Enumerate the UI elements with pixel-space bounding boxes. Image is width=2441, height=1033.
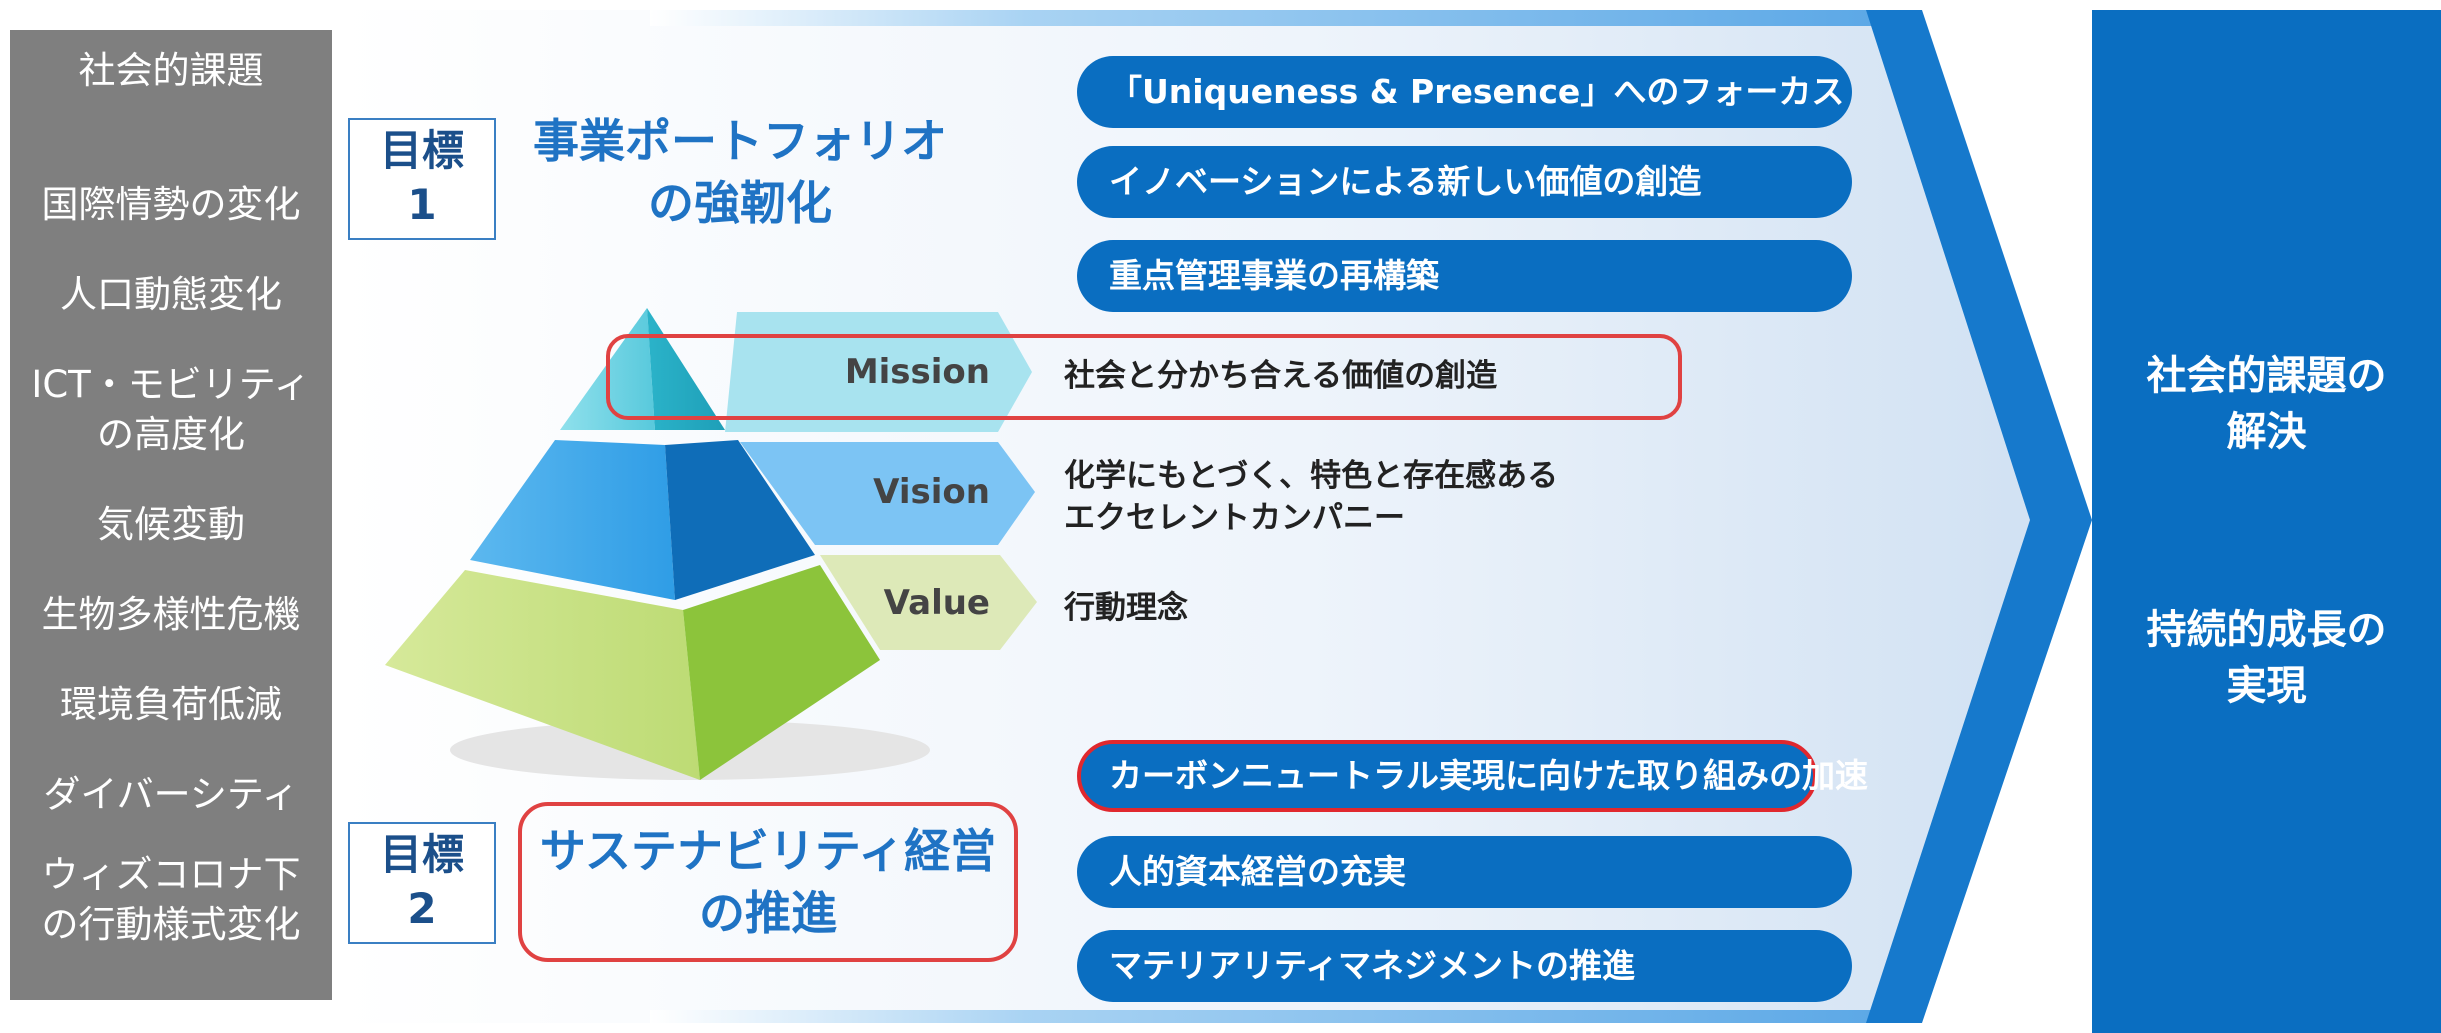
goal1-action-pill: 「Uniqueness & Presence」へのフォーカス	[1077, 56, 1852, 128]
social-issues-panel: 社会的課題 国際情勢の変化 人口動態変化 ICT・モビリティ の高度化 気候変動…	[10, 30, 332, 1000]
outcome-sustainable-growth: 持続的成長の 実現	[2092, 602, 2441, 714]
goal2-highlight-frame	[518, 802, 1018, 962]
vision-text-line2: エクセレントカンパニー	[1064, 500, 1405, 536]
social-issue-item: ウィズコロナ下	[41, 853, 301, 896]
vision-text: 化学にもとづく、特色と存在感ある エクセレントカンパニー	[1064, 455, 1558, 539]
pyramid-vision-left	[470, 440, 675, 600]
social-issue-item: 生物多様性危機	[41, 593, 301, 636]
goal2-action-pill: 人的資本経営の充実	[1077, 836, 1852, 908]
outcome-social-issues: 社会的課題の 解決	[2092, 348, 2441, 460]
pyramid-value-right	[683, 565, 880, 780]
pyramid-mission-right	[647, 308, 725, 430]
value-label: Value	[883, 583, 990, 623]
goal1-action-pill: イノベーションによる新しい価値の創造	[1077, 146, 1852, 218]
social-issue-item: 環境負荷低減	[60, 683, 282, 726]
social-issue-item: の行動様式変化	[41, 903, 301, 946]
goal2-label-box: 目標 2	[348, 822, 496, 944]
outcome1-line1: 社会的課題の	[2146, 353, 2387, 399]
outcomes-panel: 社会的課題の 解決 持続的成長の 実現	[2092, 10, 2441, 1033]
pyramid-vision-right	[665, 440, 815, 600]
pyramid-value-left	[385, 570, 700, 780]
goal2-action-pill: マテリアリティマネジメントの推進	[1077, 930, 1852, 1002]
goal1-label-line2: 1	[407, 180, 437, 229]
goal2-title-line2: の推進	[699, 886, 837, 940]
value-text: 行動理念	[1064, 590, 1188, 626]
mission-band	[725, 312, 1032, 432]
goal1-title-line2: の強靭化	[648, 176, 832, 230]
goal1-label-box: 目標 1	[348, 118, 496, 240]
outcome1-line2: 解決	[2226, 409, 2307, 455]
goal1-title-line1: 事業ポートフォリオ	[533, 114, 947, 168]
social-issue-item: ICT・モビリティ	[31, 363, 311, 406]
goal2-label-line1: 目標	[379, 830, 464, 879]
goal1-action-pill: 重点管理事業の再構築	[1077, 240, 1852, 312]
social-issue-item: 人口動態変化	[60, 273, 282, 316]
goal2-action-pill: カーボンニュートラル実現に向けた取り組みの加速	[1077, 740, 1868, 812]
mission-label: Mission	[844, 352, 990, 392]
goal2-title: サステナビリティ経営 の推進	[525, 820, 1011, 944]
mission-highlight-frame	[606, 334, 1682, 420]
vision-band	[740, 442, 1035, 545]
mission-text: 社会と分かち合える価値の創造	[1064, 358, 1498, 394]
outcome2-line2: 実現	[2226, 663, 2307, 709]
social-issue-item: 国際情勢の変化	[41, 183, 301, 226]
goal2-label-line2: 2	[407, 884, 437, 933]
social-issue-item: ダイバーシティ	[43, 773, 299, 816]
goal2-title-line1: サステナビリティ経営	[539, 824, 997, 878]
goal1-label-line1: 目標	[379, 126, 464, 175]
vision-label: Vision	[873, 472, 990, 512]
value-band	[820, 555, 1037, 650]
social-issue-item: 気候変動	[97, 503, 245, 546]
social-issue-item: の高度化	[97, 413, 245, 456]
goal1-title: 事業ポートフォリオ の強靭化	[520, 110, 960, 234]
outcome2-line1: 持続的成長の	[2146, 607, 2387, 653]
vision-text-line1: 化学にもとづく、特色と存在感ある	[1064, 458, 1559, 494]
social-issues-title: 社会的課題	[78, 49, 264, 92]
